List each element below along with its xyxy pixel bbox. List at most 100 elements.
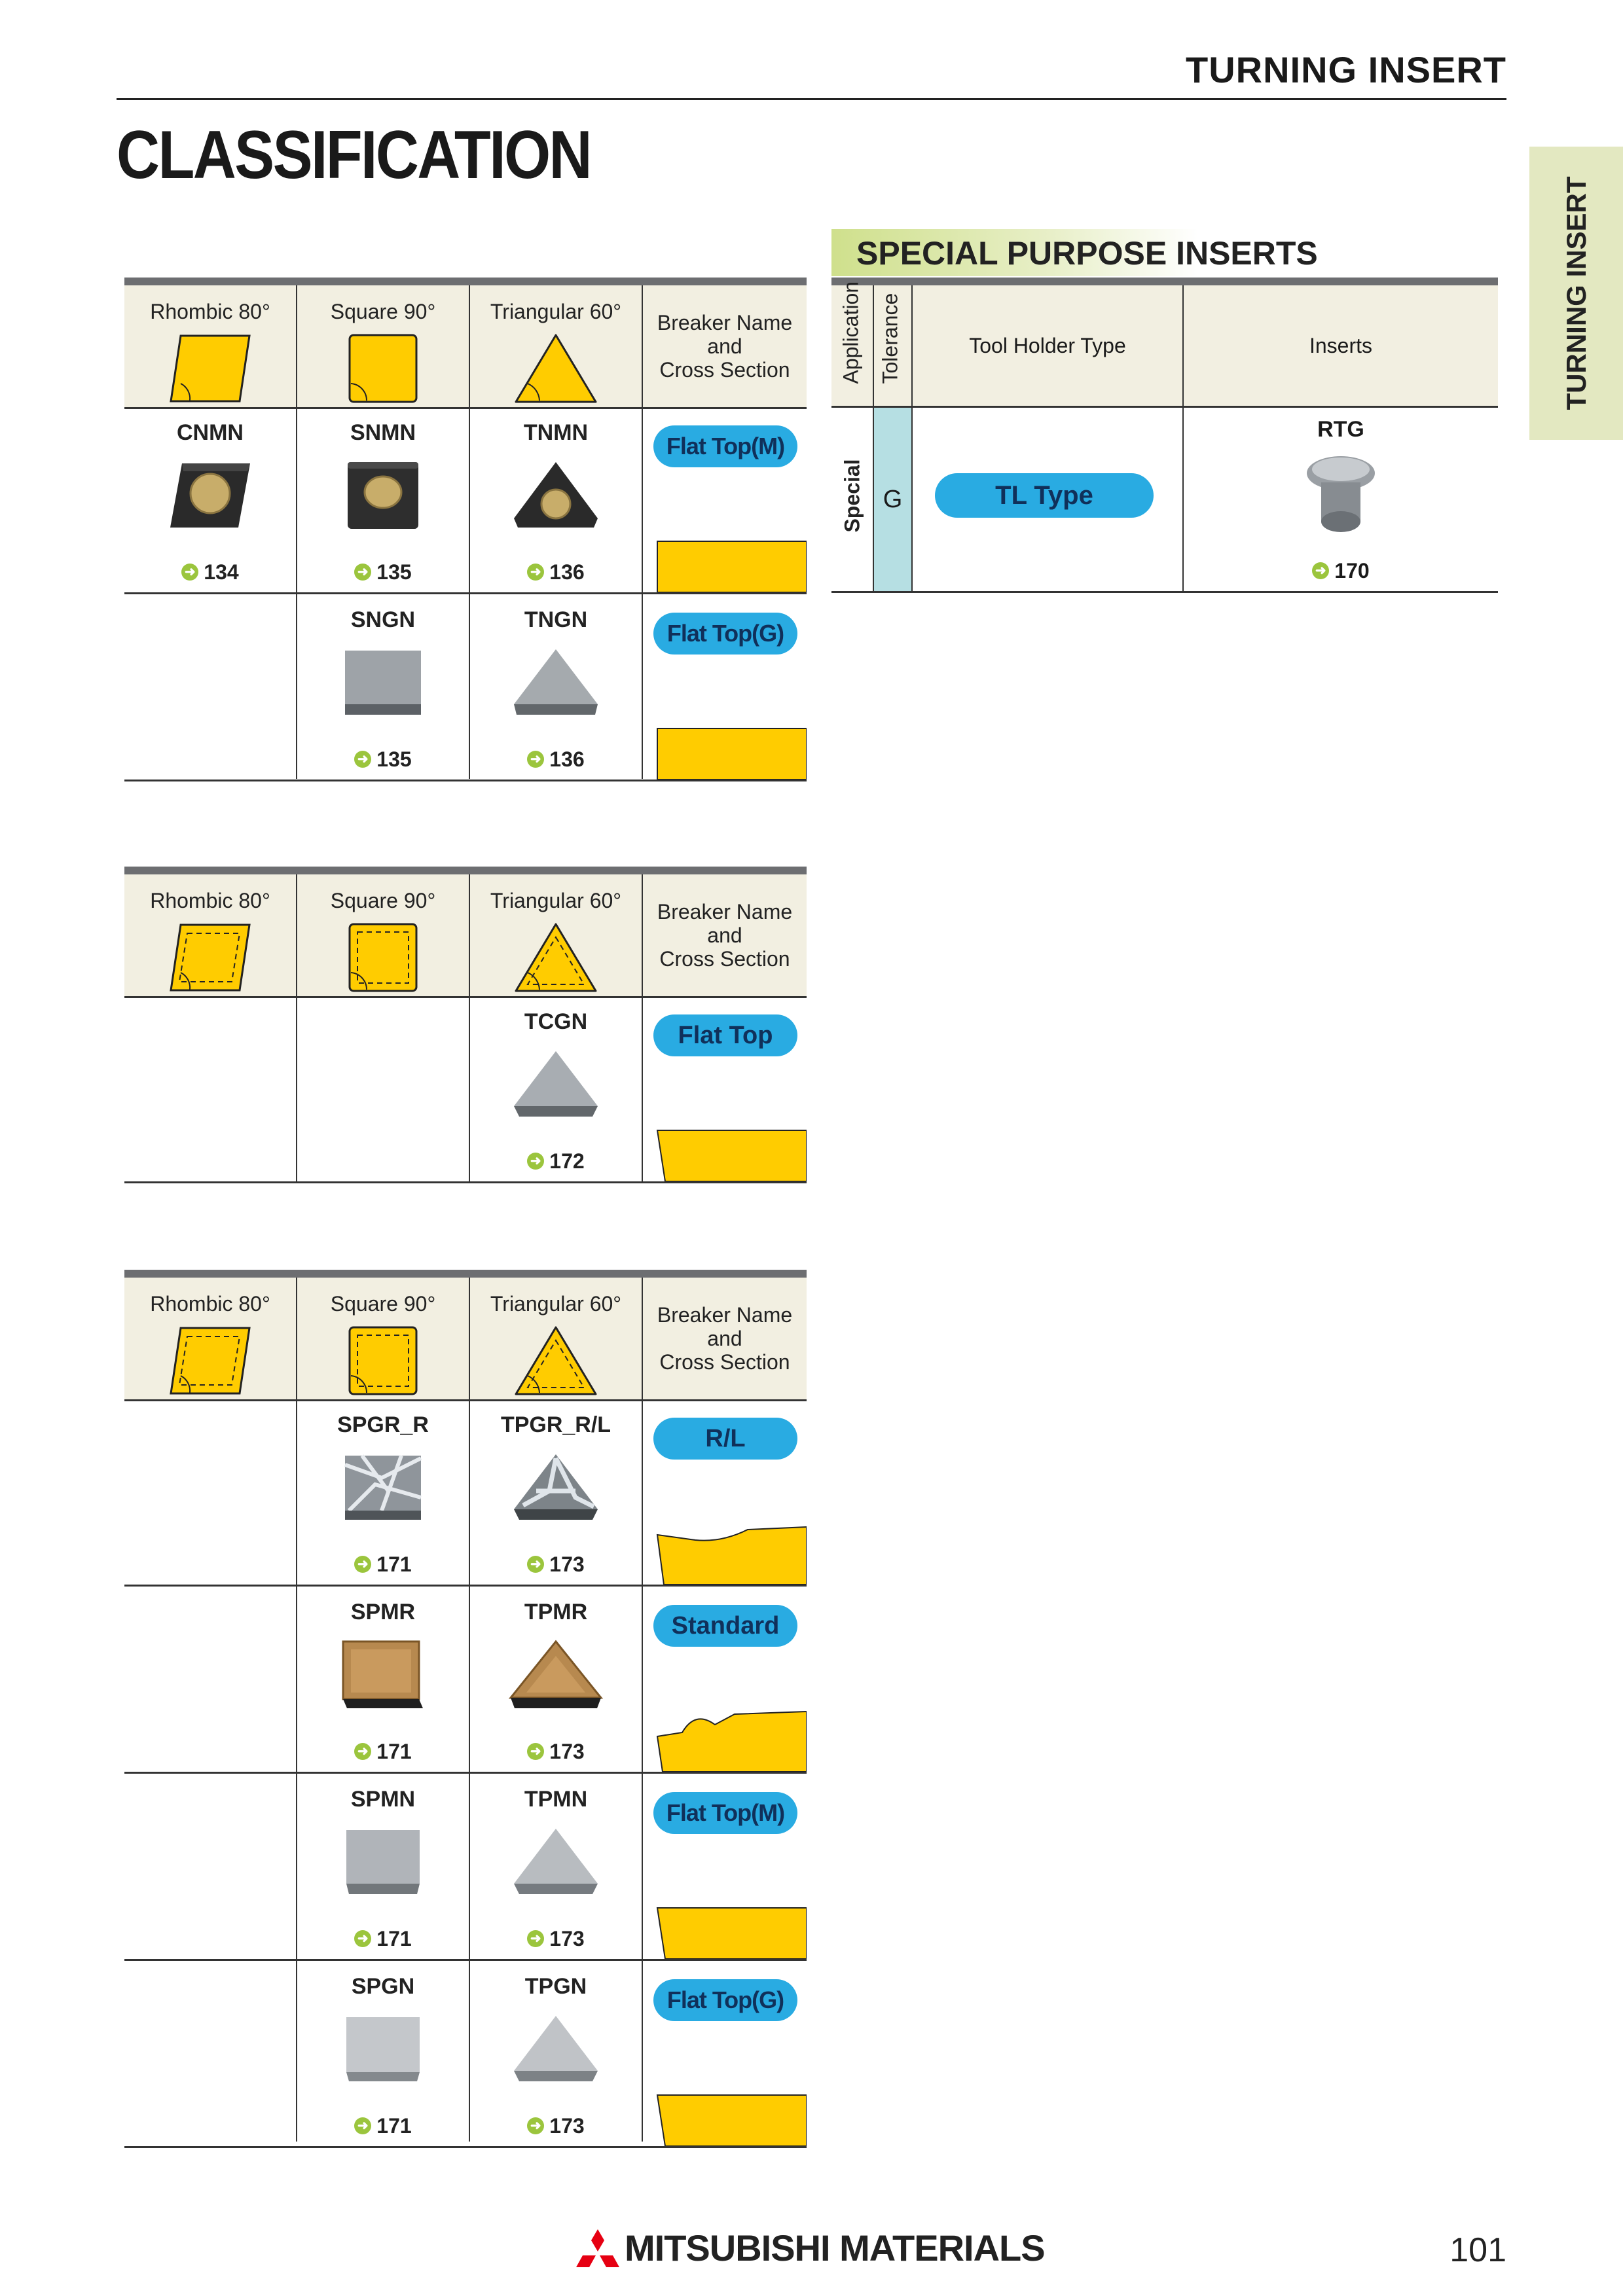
- arrow-right-icon: ➜: [527, 1929, 545, 1947]
- header-breaker: Breaker Name and Cross Section: [657, 311, 793, 382]
- insert-cell-tpmn[interactable]: TPMN ➜173: [470, 1774, 642, 1959]
- page-ref[interactable]: ➜171: [297, 2114, 469, 2138]
- insert-cell-rtg[interactable]: RTG ➜170: [1184, 408, 1498, 591]
- special-table-row: Special G TL Type RTG ➜170: [831, 408, 1498, 593]
- page-ref[interactable]: ➜173: [470, 1552, 642, 1577]
- classification-table-2: Rhombic 80° Square 90° Triangular 60°: [124, 867, 807, 1183]
- square-hole-shape-icon: [348, 923, 418, 992]
- breaker-name-badge[interactable]: Standard: [653, 1605, 797, 1647]
- tpgn-insert-image: [514, 2016, 598, 2081]
- header-square: Square 90°: [297, 285, 469, 407]
- insert-cell-tcgn[interactable]: TCGN ➜172: [470, 996, 642, 1181]
- header-rhombic: Rhombic 80°: [124, 1278, 296, 1399]
- insert-cell-spgr-r[interactable]: SPGR_R ➜171: [297, 1399, 469, 1585]
- tpmn-insert-image: [514, 1829, 598, 1894]
- header-rule: [117, 98, 1506, 100]
- spmr-insert-image: [342, 1640, 423, 1708]
- flat-top-positive-section-icon: [656, 1130, 807, 1181]
- page-ref[interactable]: ➜135: [297, 560, 469, 584]
- page-ref[interactable]: ➜173: [470, 1927, 642, 1951]
- arrow-right-icon: ➜: [354, 2117, 372, 2134]
- flat-top-section-icon: [657, 541, 807, 592]
- insert-cell-cnmn[interactable]: CNMN ➜134: [124, 407, 296, 592]
- tolerance-value: G: [883, 485, 903, 513]
- insert-code: TPGR_R/L: [500, 1412, 611, 1437]
- page-ref[interactable]: ➜136: [470, 560, 642, 584]
- application-value: Special: [840, 459, 864, 533]
- breaker-name-badge[interactable]: Flat Top(M): [653, 425, 797, 467]
- insert-cell-snmn[interactable]: SNMN ➜135: [297, 407, 469, 592]
- table-row: SPMN ➜171 TPMN ➜173 Flat Top(M): [124, 1774, 807, 1961]
- insert-code: TPGN: [524, 1974, 587, 1999]
- mitsubishi-logo-icon: [576, 2229, 619, 2270]
- page-ref[interactable]: ➜170: [1184, 559, 1498, 583]
- insert-cell-spmr[interactable]: SPMR ➜171: [297, 1587, 469, 1772]
- snmn-insert-image: [348, 462, 418, 529]
- header-square: Square 90°: [297, 1278, 469, 1399]
- special-table-header: Application Tolerance Tool Holder Type I…: [831, 281, 1498, 408]
- breaker-cell: Standard: [643, 1587, 807, 1772]
- breaker-name-badge[interactable]: R/L: [653, 1418, 797, 1460]
- insert-cell-spgn[interactable]: SPGN ➜171: [297, 1961, 469, 2146]
- breaker-name-badge[interactable]: Flat Top(G): [653, 1979, 797, 2021]
- header-breaker: Breaker Name and Cross Section: [657, 900, 793, 971]
- arrow-right-icon: ➜: [354, 563, 372, 581]
- breaker-name-badge[interactable]: Flat Top: [653, 1014, 797, 1056]
- page-ref[interactable]: ➜136: [470, 747, 642, 772]
- header-application: Application: [839, 281, 863, 384]
- insert-code: TPMR: [524, 1600, 588, 1624]
- arrow-right-icon: ➜: [527, 2117, 545, 2134]
- insert-code: RTG: [1317, 417, 1364, 442]
- insert-code: SPMR: [350, 1600, 416, 1624]
- insert-cell-tngn[interactable]: TNGN ➜136: [470, 594, 642, 780]
- side-tab[interactable]: TURNING INSERT: [1529, 147, 1623, 440]
- breaker-cell: Flat Top: [643, 996, 807, 1181]
- triangle-hole-shape-icon: [515, 923, 597, 992]
- insert-cell-tnmn[interactable]: TNMN ➜136: [470, 407, 642, 592]
- table-row: SPGR_R ➜171 TPGR_R/L ➜173 R/L: [124, 1399, 807, 1587]
- arrow-right-icon: ➜: [527, 750, 545, 768]
- tool-holder-badge[interactable]: TL Type: [935, 473, 1154, 518]
- sngn-insert-image: [345, 651, 421, 715]
- breaker-name-badge[interactable]: Flat Top(G): [653, 613, 797, 655]
- table-row: CNMN ➜134 SNMN ➜135 TNMN ➜136: [124, 407, 807, 594]
- page-ref[interactable]: ➜171: [297, 1927, 469, 1951]
- page-ref[interactable]: ➜171: [297, 1552, 469, 1577]
- page-ref[interactable]: ➜172: [470, 1149, 642, 1174]
- flat-top-positive-section-icon: [656, 2094, 807, 2146]
- page-ref[interactable]: ➜171: [297, 1740, 469, 1764]
- arrow-right-icon: ➜: [181, 563, 199, 581]
- insert-code: TNGN: [524, 607, 588, 632]
- insert-cell-tpgn[interactable]: TPGN ➜173: [470, 1961, 642, 2146]
- page-ref[interactable]: ➜173: [470, 1740, 642, 1764]
- rhombic-shape-icon: [170, 334, 251, 403]
- flat-top-positive-section-icon: [656, 1907, 807, 1959]
- table-row: TCGN ➜172 Flat Top: [124, 996, 807, 1183]
- arrow-right-icon: ➜: [527, 563, 545, 581]
- header-triangular: Triangular 60°: [470, 285, 642, 407]
- arrow-right-icon: ➜: [354, 1742, 372, 1760]
- insert-cell-sngn[interactable]: SNGN ➜135: [297, 594, 469, 780]
- insert-cell-tpmr[interactable]: TPMR ➜173: [470, 1587, 642, 1772]
- triangle-shape-icon: [515, 334, 597, 403]
- flat-top-section-icon: [657, 728, 807, 780]
- spgr-insert-image: [344, 1454, 422, 1520]
- insert-cell-tpgr-rl[interactable]: TPGR_R/L ➜173: [470, 1399, 642, 1585]
- insert-cell-spmn[interactable]: SPMN ➜171: [297, 1774, 469, 1959]
- header-square: Square 90°: [297, 874, 469, 996]
- insert-code: SPGN: [351, 1974, 415, 1999]
- rhombic-hole-shape-icon: [170, 924, 251, 992]
- page-ref[interactable]: ➜173: [470, 2114, 642, 2138]
- page-ref[interactable]: ➜135: [297, 747, 469, 772]
- section-title: TURNING INSERT: [1186, 49, 1506, 90]
- arrow-right-icon: ➜: [354, 1555, 372, 1573]
- page-ref[interactable]: ➜134: [124, 560, 296, 584]
- rtg-insert-image: [1307, 456, 1375, 532]
- spgn-insert-image: [346, 2017, 420, 2081]
- side-tab-label: TURNING INSERT: [1560, 176, 1592, 410]
- header-triangular: Triangular 60°: [470, 874, 642, 996]
- table-row: SPMR ➜171 TPMR ➜173 Standard: [124, 1587, 807, 1774]
- tpgr-insert-image: [514, 1454, 598, 1520]
- table-header: Rhombic 80° Square 90° Triangular 60°: [124, 1278, 807, 1401]
- breaker-name-badge[interactable]: Flat Top(M): [653, 1792, 797, 1834]
